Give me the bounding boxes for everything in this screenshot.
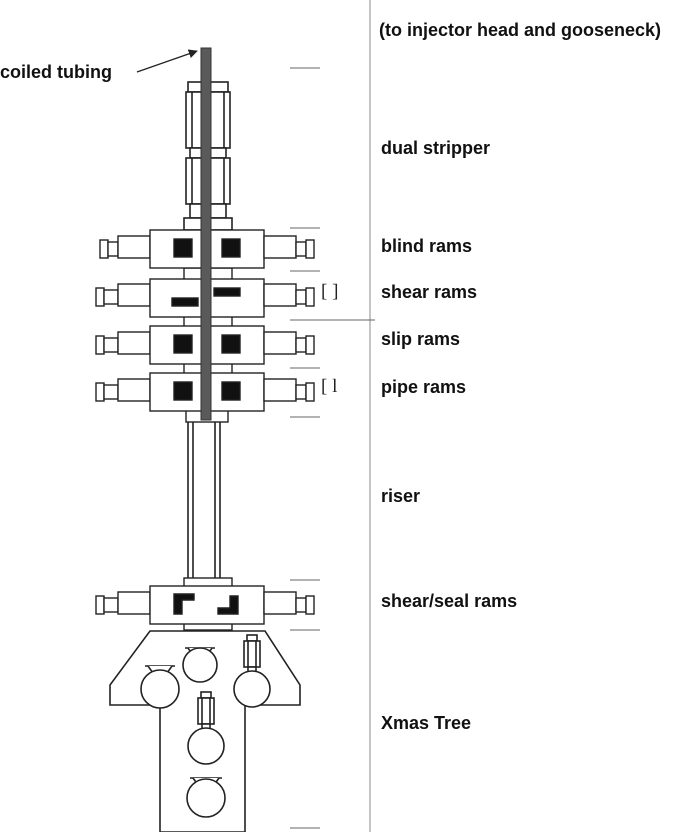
coiled-tubing xyxy=(200,47,212,421)
bracket-shear: [ ] xyxy=(321,281,339,302)
label-xmas-tree: Xmas Tree xyxy=(381,713,472,733)
valve-right-actuated xyxy=(233,634,271,708)
label-top: (to injector head and gooseneck) xyxy=(379,20,662,40)
label-dual-stripper: dual stripper xyxy=(381,138,491,158)
label-riser: riser xyxy=(381,486,421,506)
label-coiled-tubing: coiled tubing xyxy=(0,62,112,82)
xmas-tree xyxy=(109,630,301,833)
section-tick-marks xyxy=(290,67,375,829)
bracket-pipe: [ l xyxy=(321,376,338,397)
valve-top-left xyxy=(182,647,218,683)
label-pipe-rams: pipe rams xyxy=(381,377,467,397)
label-blind-rams: blind rams xyxy=(381,236,473,256)
valve-left xyxy=(140,665,180,709)
valve-bottom xyxy=(186,777,226,818)
label-shear-seal-rams: shear/seal rams xyxy=(381,591,518,611)
coiled-tubing-arrow xyxy=(136,49,198,73)
shear-seal-rams-block xyxy=(95,585,315,625)
riser xyxy=(187,419,221,585)
label-shear-rams: shear rams xyxy=(381,282,478,302)
label-slip-rams: slip rams xyxy=(381,329,461,349)
valve-middle-actuated xyxy=(187,691,225,765)
